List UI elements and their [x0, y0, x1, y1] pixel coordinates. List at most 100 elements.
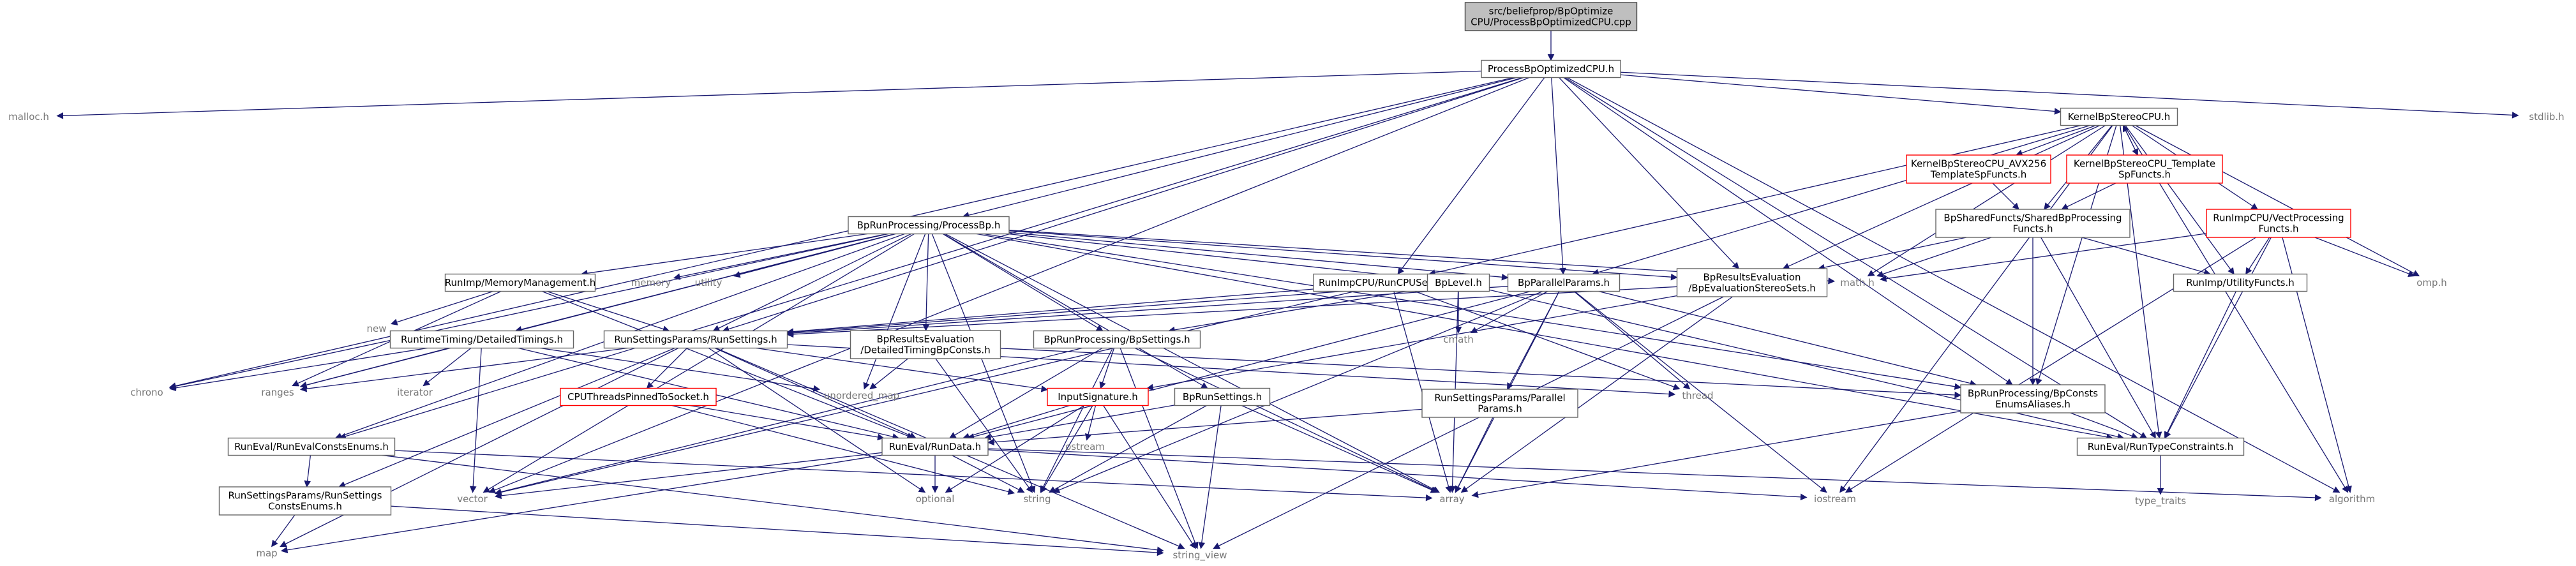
arrowhead-pbo-to-malloc — [56, 112, 64, 119]
edge-ktpl-to-kbs — [2125, 130, 2138, 156]
arrowhead-bpres-to-rsrs — [786, 331, 794, 338]
node-rtdt[interactable]: RuntimeTiming/DetailedTimings.h — [389, 330, 574, 349]
node-box-insig — [1047, 387, 1149, 406]
node-rtc[interactable]: RunEval/RunTypeConstraints.h — [2076, 437, 2245, 456]
edge-bsf-to-rtc — [2041, 237, 2153, 434]
node-bprs[interactable]: BpRunSettings.h — [1174, 387, 1271, 406]
arrowhead-insig-to-string — [1040, 485, 1047, 493]
node-label-rvec: Functs.h — [2258, 223, 2298, 235]
arrowhead-bplevel-to-array — [1449, 486, 1456, 493]
edge-pbp-to-bpset — [942, 233, 1098, 329]
edge-pbp-to-bpres — [1008, 230, 1672, 278]
node-box-bpdtc — [850, 330, 1001, 359]
arrowhead-rsrs-to-insig — [1040, 385, 1049, 392]
node-box-rtdt — [389, 330, 574, 349]
node-stringview: string_view — [1172, 549, 1227, 562]
node-label-cpupin: CPUThreadsPinnedToSocket.h — [567, 391, 709, 403]
node-rdata[interactable]: RunEval/RunData.h — [881, 437, 989, 456]
edge-kbs-to-math — [1872, 124, 2106, 274]
edge-recce-to-array — [394, 450, 1427, 498]
edge-kbs-to-kavx — [2021, 124, 2097, 154]
node-rsrs[interactable]: RunSettingsParams/RunSettings.h — [603, 330, 788, 349]
node-rutil[interactable]: RunImp/UtilityFuncts.h — [2173, 273, 2308, 292]
node-bsf[interactable]: BpSharedFuncts/SharedBpProcessingFuncts.… — [1935, 209, 2130, 238]
node-pbo[interactable]: ProcessBpOptimizedCPU.h — [1481, 59, 1621, 78]
node-label-vector: vector — [457, 493, 488, 505]
node-cpupin[interactable]: CPUThreadsPinnedToSocket.h — [560, 387, 717, 406]
edge-pbo-to-stdlib — [1620, 71, 2513, 116]
arrowhead-rvec-to-rutil — [2245, 267, 2252, 275]
edge-pbo-to-bpres — [1559, 77, 1735, 265]
node-rsce[interactable]: RunSettingsParams/RunSettingsConstsEnums… — [218, 486, 392, 516]
node-rspp[interactable]: RunSettingsParams/ParallelParams.h — [1421, 389, 1578, 418]
arrowhead-rdata-to-map — [280, 546, 288, 554]
node-bpset[interactable]: BpRunProcessing/BpSettings.h — [1033, 330, 1201, 349]
arrowhead-bppp-to-rspp — [1507, 382, 1513, 390]
node-label-pbp: BpRunProcessing/ProcessBp.h — [857, 220, 1001, 231]
edge-kbs-to-iostream — [1843, 125, 2113, 488]
node-ktpl[interactable]: KernelBpStereoCPU_TemplateSpFuncts.h — [2066, 154, 2223, 184]
node-new: new — [366, 323, 386, 334]
arrowhead-pbo-to-rtc — [2139, 431, 2148, 439]
edge-bppp-to-thread — [1573, 291, 1686, 386]
arrowhead-rvec-to-omp — [2408, 271, 2415, 277]
edge-rutil-to-rtc — [2166, 291, 2236, 433]
node-label-ktpl: SpFuncts.h — [2118, 169, 2171, 181]
arrowhead-kbs-to-iostream — [1839, 485, 1846, 493]
edge-pbo-to-kbs — [1620, 74, 2055, 112]
arrowhead-rtdt-to-chrono — [168, 384, 177, 392]
node-box-bpset — [1033, 330, 1201, 349]
node-malloc: malloc.h — [8, 111, 49, 123]
arrowhead-kbs-to-omp — [2412, 270, 2420, 277]
node-bppp[interactable]: BpParallelParams.h — [1507, 273, 1621, 292]
edge-bprs-to-array — [1241, 405, 1432, 491]
node-string: string — [1023, 493, 1051, 505]
edge-pbp-to-rmem — [587, 233, 868, 274]
edge-bprs-to-stringview — [1201, 405, 1222, 543]
edge-rdata-to-string — [952, 454, 1019, 490]
arrowhead-kbs-to-bpres — [1782, 263, 1790, 269]
arrowhead-rspp-to-rdata — [987, 438, 994, 446]
node-label-bpcea: BpRunProcessing/BpConsts — [1968, 388, 2098, 399]
node-bplevel[interactable]: BpLevel.h — [1427, 273, 1490, 292]
edge-kbs-to-rcpu — [1434, 124, 2081, 274]
node-pbp[interactable]: BpRunProcessing/ProcessBp.h — [848, 216, 1010, 235]
arrowhead-pbo-to-vector — [488, 487, 497, 493]
arrowhead-bpres-to-insig — [1146, 384, 1154, 391]
arrowhead-pbp-to-rsrs — [712, 325, 721, 332]
node-recce[interactable]: RunEval/RunEvalConstsEnums.h — [227, 437, 396, 456]
arrowhead-bplevel-to-cmath — [1455, 327, 1462, 334]
edge-pbp-to-bplevel — [1008, 233, 1422, 279]
node-box-rtc — [2076, 437, 2245, 456]
arrowhead-pbp-to-vector — [483, 486, 491, 493]
edge-pbp-to-bppp — [1008, 232, 1502, 278]
node-rmem[interactable]: RunImp/MemoryManagement.h — [445, 273, 595, 292]
node-box-ktpl — [2066, 154, 2223, 184]
arrowhead-rcpu-to-thread — [1672, 384, 1681, 391]
arrowhead-pbo-to-kbs — [2054, 108, 2062, 115]
node-bpdtc[interactable]: BpResultsEvaluation/DetailedTimingBpCons… — [850, 330, 1001, 359]
arrowhead-cpupin-to-string — [1007, 488, 1015, 495]
edge-insig-to-optional — [950, 405, 1084, 490]
edge-bpset-to-rdata — [954, 347, 1103, 436]
nodes-layer: src/beliefprop/BpOptimizeCPU/ProcessBpOp… — [8, 2, 2565, 562]
arrowhead-pbp-to-umap — [863, 382, 870, 390]
node-bpres[interactable]: BpResultsEvaluation/BpEvaluationStereoSe… — [1676, 268, 1828, 297]
node-box-kavx — [1906, 154, 2051, 184]
arrowhead-rsrs-to-thread — [1668, 391, 1676, 398]
edge-bprs-to-rdata — [990, 405, 1175, 438]
node-insig[interactable]: InputSignature.h — [1047, 387, 1149, 406]
node-kavx[interactable]: KernelBpStereoCPU_AVX256TemplateSpFuncts… — [1906, 154, 2051, 184]
node-label-cmath: cmath — [1443, 334, 1473, 345]
node-box-rsrs — [603, 330, 788, 349]
arrowhead-pbo-to-rcpu — [1397, 267, 1405, 275]
node-kbs[interactable]: KernelBpStereoCPU.h — [2060, 107, 2178, 126]
node-root[interactable]: src/beliefprop/BpOptimizeCPU/ProcessBpOp… — [1464, 2, 1638, 31]
edge-pbo-to-recce — [345, 77, 1523, 437]
edge-rvec-to-rutil — [2249, 237, 2270, 270]
edge-pbo-to-rsrs — [728, 77, 1524, 330]
arrowhead-kbs-to-rvec — [2250, 203, 2259, 210]
edge-rspp-to-array — [1457, 417, 1494, 488]
